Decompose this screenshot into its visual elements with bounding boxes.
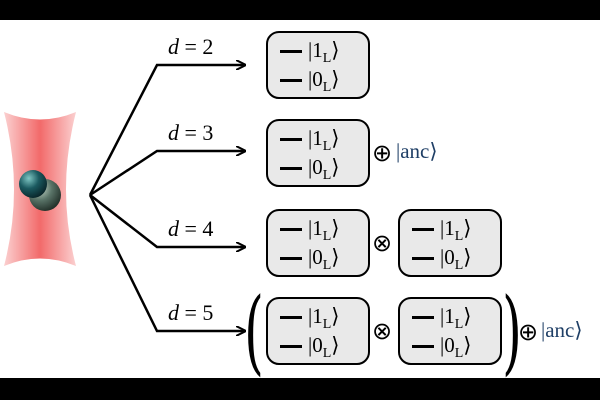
direct-sum-symbol: ⊕ [372, 139, 393, 167]
ket-one-logical: |1L⟩ [412, 304, 471, 333]
distance-label-d5: d = 5 [168, 300, 213, 326]
ancilla-ket: |anc⟩ [541, 318, 583, 342]
logical-qubit-box: |1L⟩ |0L⟩ [266, 297, 370, 365]
distance-var: d [168, 216, 179, 241]
branch-line-d3 [89, 151, 245, 197]
diagram-canvas: d = 2 |1L⟩ |0L⟩ d = 3 |1L⟩ |0L⟩ ⊕ |anc⟩ … [0, 20, 600, 378]
ancilla-ket: |anc⟩ [396, 139, 438, 163]
logical-qubit-box: |1L⟩ |0L⟩ [398, 209, 502, 277]
branch-line-d5 [88, 194, 245, 331]
ket-zero-logical: |0L⟩ [280, 333, 339, 362]
logical-qubit-box: |1L⟩ |0L⟩ [398, 297, 502, 365]
logical-qubit-box: |1L⟩ |0L⟩ [266, 209, 370, 277]
branch-line-d4 [89, 194, 245, 247]
distance-value: = 3 [184, 120, 214, 145]
ket-zero-logical: |0L⟩ [412, 333, 471, 362]
diagram-graphics [4, 20, 600, 378]
distance-var: d [168, 120, 179, 145]
tensor-product-symbol: ⊗ [372, 317, 393, 345]
ket-one-logical: |1L⟩ [280, 38, 339, 67]
distance-label-d2: d = 2 [168, 34, 213, 60]
ket-one-logical: |1L⟩ [412, 216, 471, 245]
branch-line-d2 [88, 65, 245, 196]
ket-one-logical: |1L⟩ [280, 216, 339, 245]
ket-one-logical: |1L⟩ [280, 304, 339, 333]
distance-value: = 5 [184, 300, 214, 325]
ket-zero-logical: |0L⟩ [412, 245, 471, 274]
distance-value: = 4 [184, 216, 214, 241]
distance-label-d3: d = 3 [168, 120, 213, 146]
logical-qubit-box: |1L⟩ |0L⟩ [266, 119, 370, 187]
direct-sum-symbol: ⊕ [518, 318, 539, 346]
ket-zero-logical: |0L⟩ [280, 155, 339, 184]
right-parenthesis: ) [502, 278, 522, 378]
distance-value: = 2 [184, 34, 214, 59]
left-parenthesis: ( [244, 278, 264, 378]
ket-one-logical: |1L⟩ [280, 126, 339, 155]
tensor-product-symbol: ⊗ [372, 229, 393, 257]
ket-zero-logical: |0L⟩ [280, 245, 339, 274]
atom-right [19, 170, 47, 198]
distance-label-d4: d = 4 [168, 216, 213, 242]
ket-zero-logical: |0L⟩ [280, 67, 339, 96]
distance-var: d [168, 34, 179, 59]
logical-qubit-box: |1L⟩ |0L⟩ [266, 31, 370, 99]
distance-var: d [168, 300, 179, 325]
